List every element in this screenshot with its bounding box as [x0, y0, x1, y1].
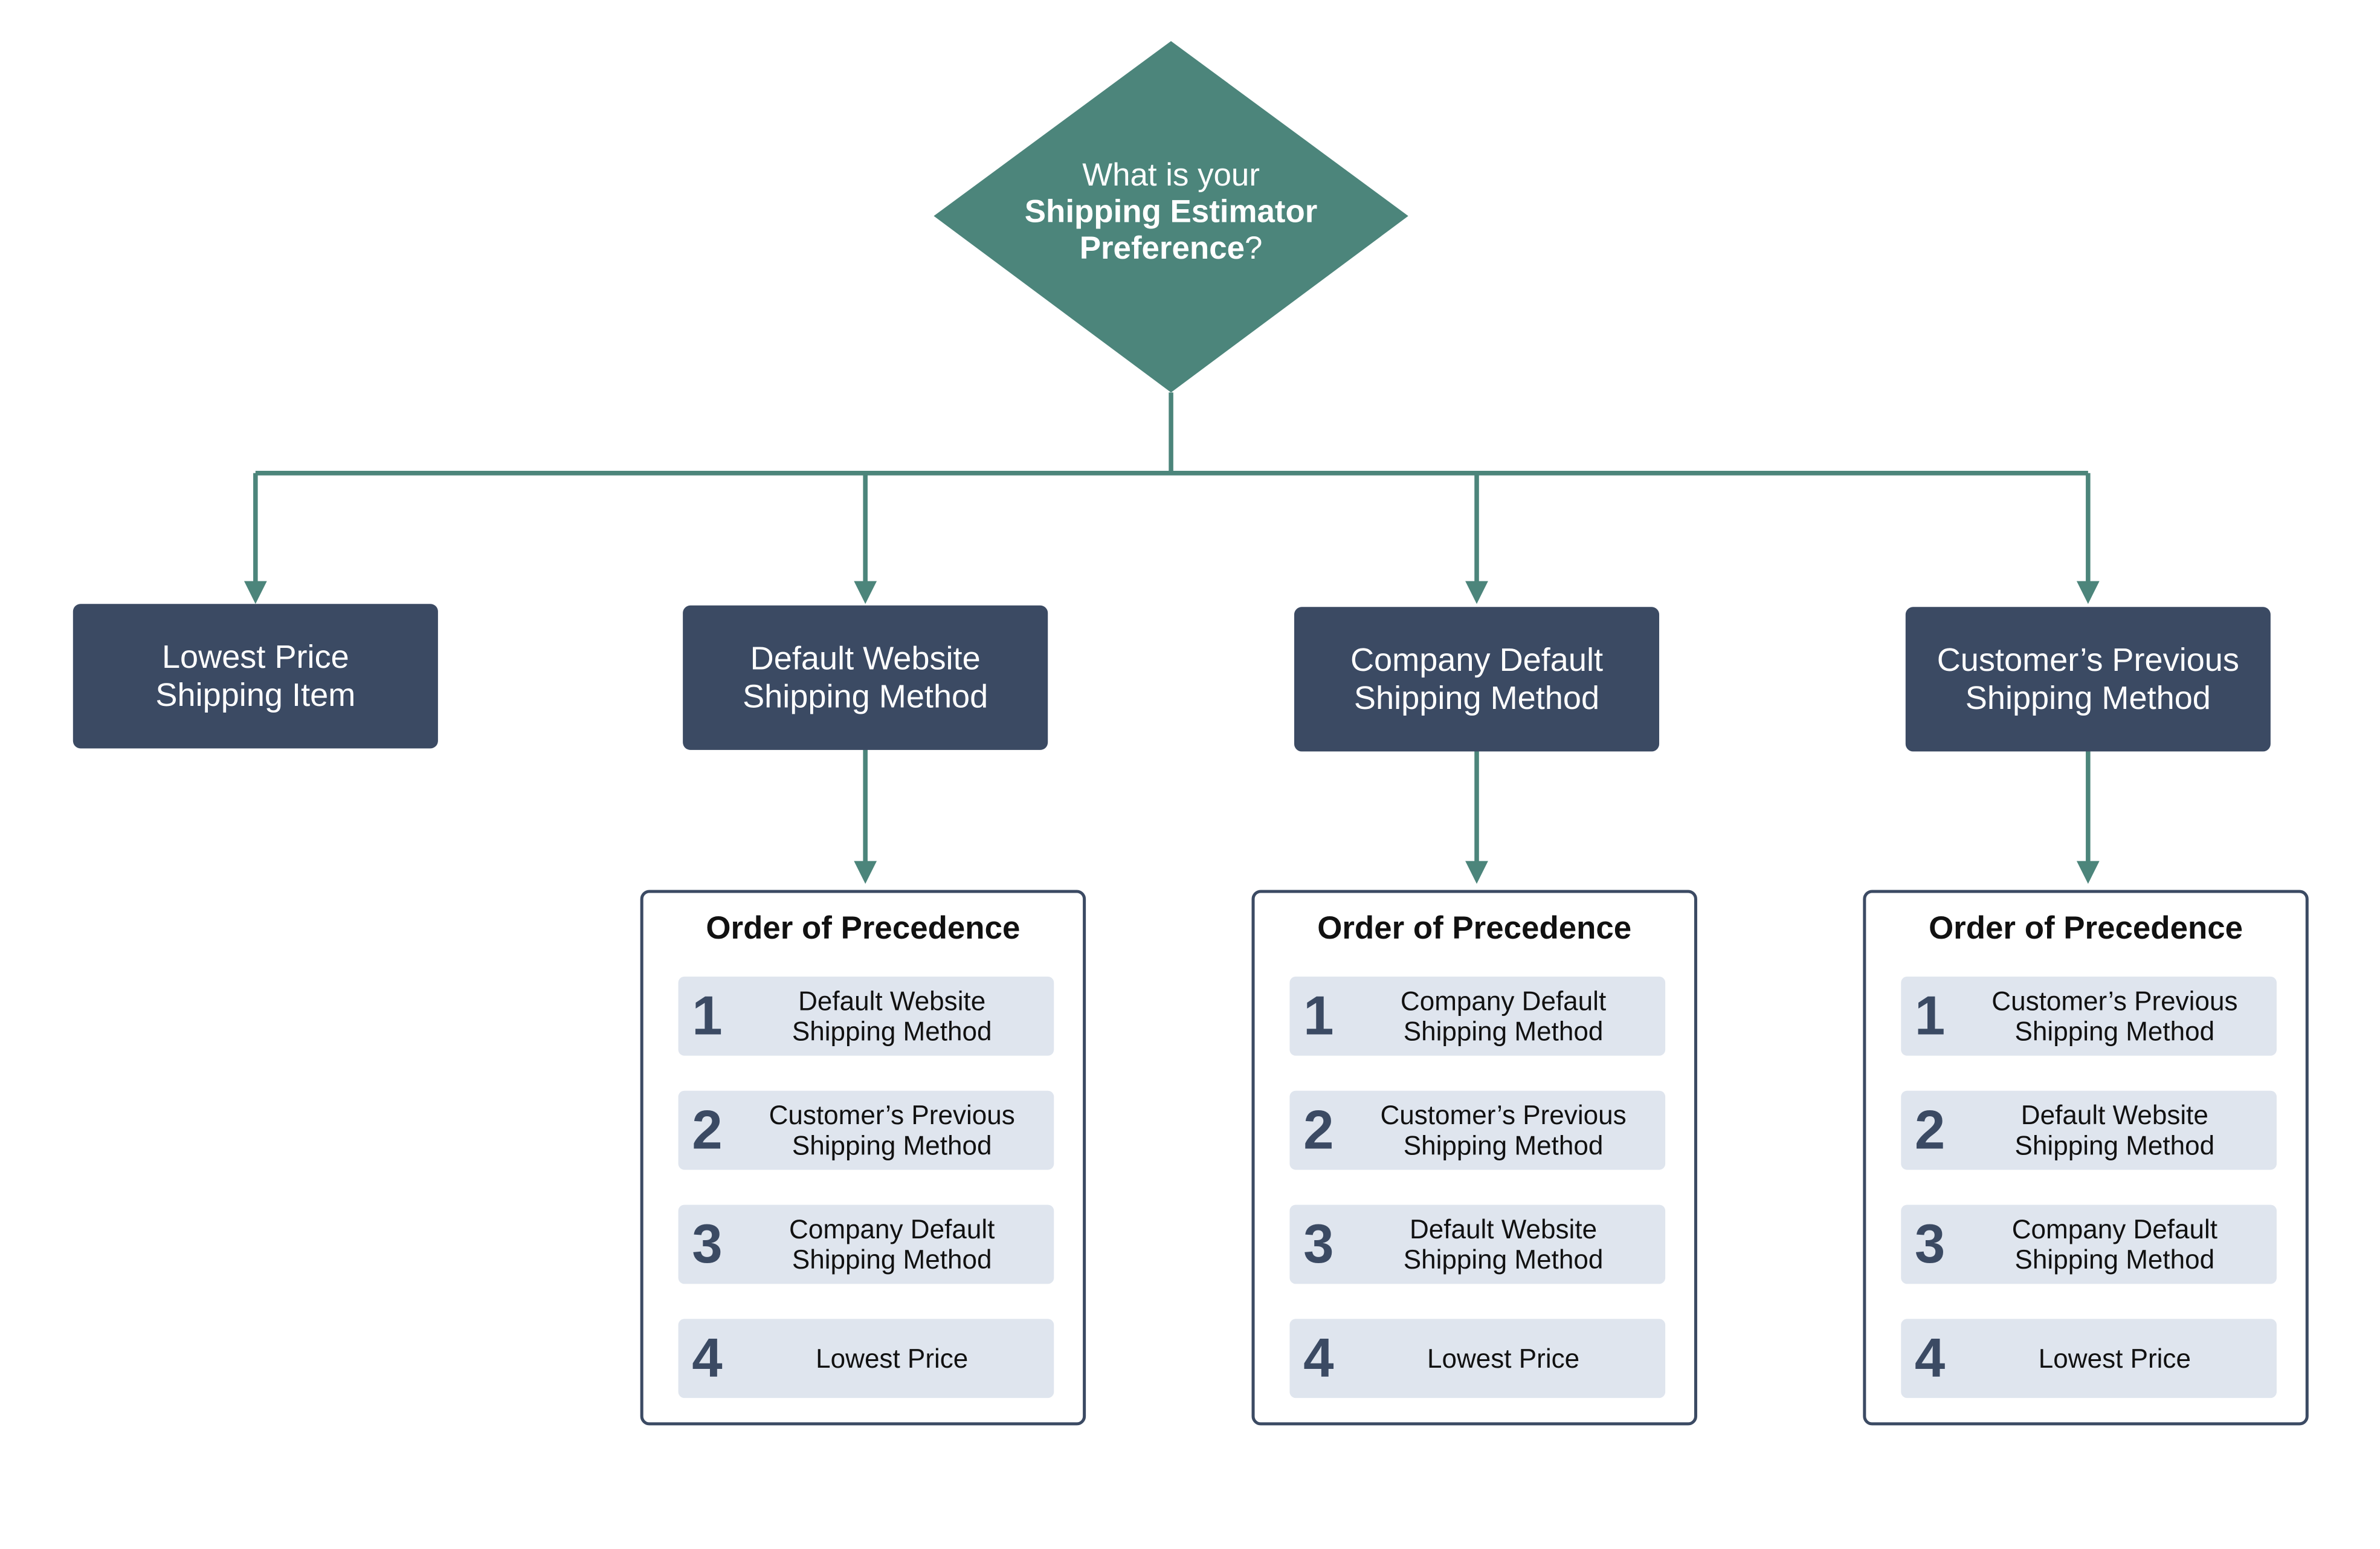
- decision-question: What is your Shipping Estimator Preferen…: [973, 158, 1369, 268]
- rank-label: Default Website Shipping Method: [792, 986, 992, 1047]
- rank-label: Default Website Shipping Method: [1403, 1214, 1604, 1275]
- precedence-item: 2 Default Website Shipping Method: [1901, 1090, 2277, 1170]
- rank-number: 2: [1914, 1098, 1946, 1161]
- choice-lowest-price: Lowest Price Shipping Item: [73, 604, 438, 749]
- precedence-item: 4 Lowest Price: [1901, 1319, 2277, 1399]
- rank-label: Company Default Shipping Method: [789, 1214, 995, 1275]
- panel-title: Order of Precedence: [706, 911, 1021, 946]
- precedence-item: 2 Customer’s Previous Shipping Method: [1289, 1090, 1666, 1170]
- choice-label: Default Website Shipping Method: [743, 639, 988, 714]
- choice-company-default: Company Default Shipping Method: [1294, 607, 1660, 752]
- rank-number: 4: [1914, 1326, 1946, 1389]
- precedence-item: 2 Customer’s Previous Shipping Method: [678, 1090, 1054, 1170]
- precedence-item: 3 Company Default Shipping Method: [678, 1205, 1054, 1284]
- rank-label: Company Default Shipping Method: [2011, 1214, 2218, 1275]
- rank-number: 2: [1303, 1098, 1334, 1161]
- rank-label: Lowest Price: [2038, 1343, 2191, 1374]
- choice-label: Company Default Shipping Method: [1350, 641, 1604, 716]
- rank-label: Lowest Price: [816, 1343, 969, 1374]
- precedence-panel-company-default: Order of Precedence 1 Company Default Sh…: [1251, 890, 1697, 1426]
- precedence-item: 3 Default Website Shipping Method: [1289, 1205, 1666, 1284]
- rank-label: Customer’s Previous Shipping Method: [1380, 1099, 1627, 1161]
- rank-number: 1: [1303, 984, 1334, 1047]
- rank-number: 1: [1914, 984, 1946, 1047]
- decision-diamond: [934, 40, 1408, 393]
- decision-line-2: Shipping Estimator: [1024, 195, 1318, 230]
- decision-keyword: Preference: [1079, 231, 1245, 267]
- rank-number: 2: [692, 1098, 723, 1161]
- decision-question-mark: ?: [1245, 231, 1263, 267]
- rank-number: 4: [692, 1326, 723, 1389]
- rank-label: Customer’s Previous Shipping Method: [769, 1099, 1015, 1161]
- precedence-item: 3 Company Default Shipping Method: [1901, 1205, 2277, 1284]
- precedence-panel-customer-previous: Order of Precedence 1 Customer’s Previou…: [1863, 890, 2309, 1426]
- panel-title: Order of Precedence: [1317, 911, 1632, 946]
- rank-number: 3: [1303, 1212, 1334, 1275]
- panel-title: Order of Precedence: [1929, 911, 2243, 946]
- rank-label: Lowest Price: [1427, 1343, 1580, 1374]
- precedence-item: 1 Default Website Shipping Method: [678, 976, 1054, 1056]
- choice-customer-previous: Customer’s Previous Shipping Method: [1905, 607, 2271, 752]
- decision-line-3: Preference?: [973, 231, 1369, 268]
- choice-label: Customer’s Previous Shipping Method: [1937, 641, 2239, 716]
- rank-number: 3: [692, 1212, 723, 1275]
- precedence-item: 1 Company Default Shipping Method: [1289, 976, 1666, 1056]
- choice-label: Lowest Price Shipping Item: [155, 638, 356, 713]
- precedence-item: 4 Lowest Price: [1289, 1319, 1666, 1399]
- precedence-item: 1 Customer’s Previous Shipping Method: [1901, 976, 2277, 1056]
- rank-label: Customer’s Previous Shipping Method: [1991, 986, 2238, 1047]
- rank-number: 3: [1914, 1212, 1946, 1275]
- rank-number: 1: [692, 984, 723, 1047]
- precedence-item: 4 Lowest Price: [678, 1319, 1054, 1399]
- decision-line-1: What is your: [1082, 158, 1260, 193]
- precedence-panel-default-website: Order of Precedence 1 Default Website Sh…: [640, 890, 1086, 1426]
- choice-default-website: Default Website Shipping Method: [683, 605, 1048, 750]
- rank-label: Company Default Shipping Method: [1400, 986, 1607, 1047]
- rank-number: 4: [1303, 1326, 1334, 1389]
- rank-label: Default Website Shipping Method: [2014, 1099, 2215, 1161]
